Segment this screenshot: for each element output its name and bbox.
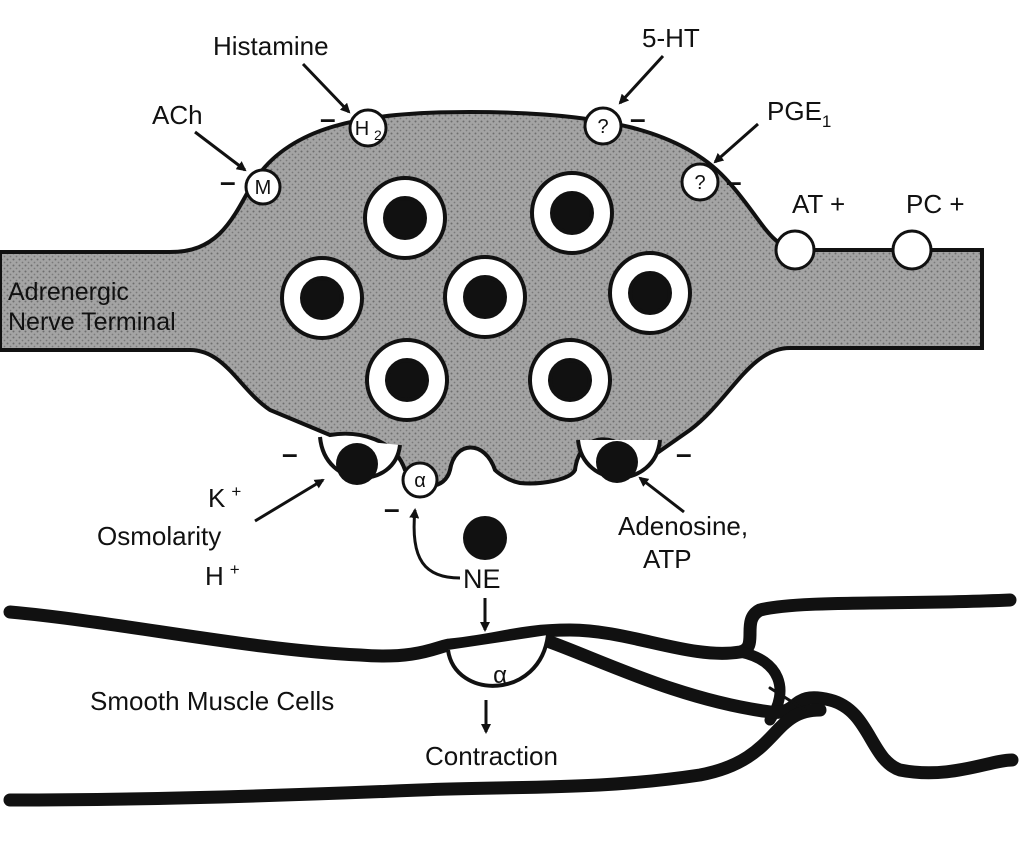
receptor-at <box>774 229 816 271</box>
label-ach: ACh <box>152 100 203 130</box>
vesicles <box>280 171 692 422</box>
label-at: AT + <box>792 189 845 219</box>
label-osmolarity: Osmolarity <box>97 521 221 551</box>
vesicle <box>443 255 527 339</box>
label-ne: NE <box>463 564 501 594</box>
arrow-ne-feedback <box>409 508 461 580</box>
sign-inhibit-pge: – <box>726 166 742 197</box>
sign-inhibit-adenosine: – <box>676 438 692 469</box>
receptor-pc <box>891 229 933 271</box>
label-contraction: Contraction <box>425 741 558 771</box>
terminal-label-line2: Nerve Terminal <box>8 308 176 336</box>
label-5ht: 5-HT <box>642 23 700 53</box>
receptor-5ht-label: ? <box>597 116 608 138</box>
label-pc: PC + <box>906 189 965 219</box>
vesicle <box>363 176 447 260</box>
receptor-pge: ? <box>680 162 720 202</box>
vesicle <box>280 256 364 340</box>
vesicle <box>608 251 692 335</box>
receptor-h2-subscript: 2 <box>374 127 382 143</box>
label-k: K+ <box>208 482 241 513</box>
arrow-ions <box>254 478 325 523</box>
label-h: H+ <box>205 560 240 591</box>
receptor-alpha-postsynaptic: α <box>446 634 550 689</box>
receptor-m-label: M <box>255 177 272 199</box>
sign-inhibit-5ht: – <box>630 103 646 134</box>
receptor-alpha-presynaptic: α <box>401 461 439 499</box>
sign-inhibit-alpha: – <box>384 493 400 524</box>
vesicle <box>530 171 614 255</box>
vesicle <box>365 338 449 422</box>
release-sites <box>318 436 662 485</box>
receptor-pge-label: ? <box>694 172 705 194</box>
label-atp: ATP <box>643 544 692 574</box>
receptor-alpha-pre-label: α <box>414 470 426 492</box>
receptor-alpha-post-label: α <box>493 662 507 689</box>
sign-inhibit-m: – <box>220 166 236 197</box>
arrow-adenosine <box>638 476 685 514</box>
label-adenosine: Adenosine, <box>618 511 748 541</box>
smooth-muscle-cells <box>3 593 1019 807</box>
terminal-label-line1: Adrenergic <box>8 278 129 306</box>
receptor-5ht: ? <box>583 106 623 146</box>
label-histamine: Histamine <box>213 31 329 61</box>
receptor-h2-label: H <box>355 118 369 140</box>
vesicle <box>528 338 612 422</box>
label-pge1: PGE1 <box>767 96 831 131</box>
sign-inhibit-k: – <box>282 438 298 469</box>
ne-granule <box>463 516 507 560</box>
receptor-h2: H 2 <box>348 108 388 148</box>
receptor-muscarinic: M <box>244 168 282 206</box>
sign-inhibit-h2: – <box>320 103 336 134</box>
label-smooth-muscle: Smooth Muscle Cells <box>90 686 334 716</box>
agonist-arrows <box>194 54 759 172</box>
